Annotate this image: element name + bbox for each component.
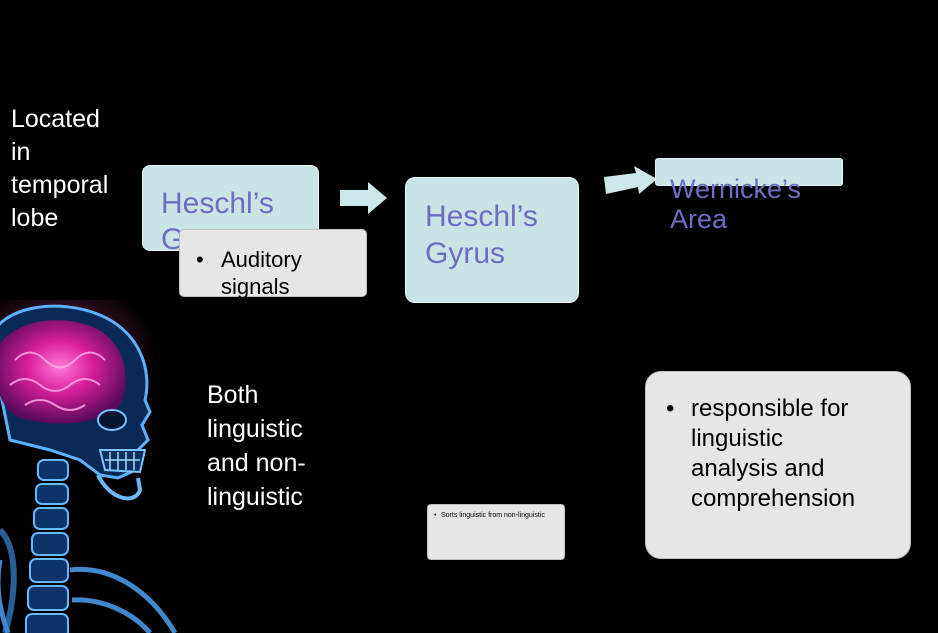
note-line: and non- [207, 449, 306, 477]
sorts-linguistic-box: • Sorts linguistic from non-linguistic [427, 504, 565, 560]
left-note-line: Located [11, 105, 100, 133]
detail-text: comprehension [691, 485, 856, 512]
wernickes-area-node [655, 158, 843, 186]
left-note: Located in temporal lobe [11, 103, 131, 235]
wernickes-area-label: Wernicke’s Area [670, 174, 801, 234]
skull-xray-image [0, 300, 178, 633]
node-label: Gyrus [425, 237, 506, 270]
detail-text: linguistic [691, 425, 784, 452]
node-label: Heschl’s [161, 187, 274, 220]
right-arrow-icon [604, 166, 657, 194]
node-label: Wernicke’s [670, 174, 802, 204]
bullet-icon: • [666, 395, 675, 422]
detail-text: signals [221, 274, 290, 299]
auditory-signals-box: • Auditory signals [179, 229, 367, 299]
detail-text: Sorts linguistic from non-linguistic [441, 512, 545, 519]
detail-text: Auditory [221, 247, 302, 272]
node-label: Heschl’s [425, 200, 538, 233]
left-note-line: temporal [11, 171, 109, 199]
node-label: Area [670, 204, 728, 234]
detail-text: analysis and [691, 455, 825, 482]
note-line: linguistic [207, 483, 303, 511]
right-arrow-icon [340, 182, 387, 214]
note-line: linguistic [207, 415, 303, 443]
note-line: Both [207, 381, 259, 409]
both-linguistic-note: Both linguistic and non- linguistic [207, 378, 337, 514]
bullet-icon: • [434, 512, 437, 519]
left-note-line: in [11, 138, 31, 166]
bullet-icon: • [196, 247, 204, 272]
comprehension-box: • responsible for linguistic analysis an… [645, 371, 911, 559]
left-note-line: lobe [11, 204, 59, 232]
heschls-gyrus-node-2: Heschl’s Gyrus [405, 177, 579, 303]
detail-text: responsible for [691, 395, 849, 422]
